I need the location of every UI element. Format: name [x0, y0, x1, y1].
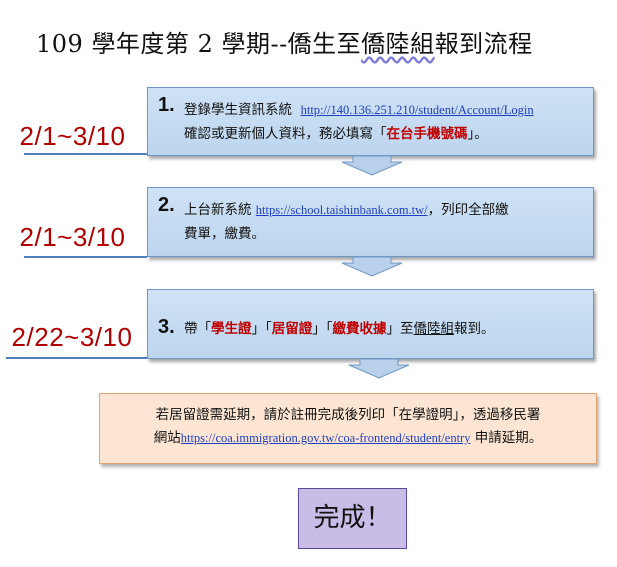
step-2-text: 上台新系統 https://school.taishinbank.com.tw/…	[184, 198, 587, 246]
step-2-box: 2. 上台新系統 https://school.taishinbank.com.…	[147, 187, 594, 257]
step-1-text: 登錄學生資訊系統 http://140.136.251.210/student/…	[184, 98, 587, 146]
step-2-number: 2.	[158, 194, 175, 216]
step-3-number: 3.	[158, 316, 175, 338]
step-3-t-b: 」「	[251, 321, 272, 337]
title-prefix: 109 學年度第 2 學期--僑生至	[36, 30, 362, 58]
step-1-number: 1.	[158, 94, 175, 116]
step-3-box: 3. 帶「學生證」「居留證」「繳費收據」至僑陸組報到。	[147, 289, 594, 359]
step-3-t-a: 帶「	[184, 321, 211, 337]
step-3-date-underline	[6, 357, 147, 359]
step-2-line1b: ，列印全部繳	[427, 202, 509, 218]
student-system-link[interactable]: http://140.136.251.210/student/Account/L…	[300, 103, 534, 117]
note-line2a: 網站	[153, 430, 181, 446]
down-arrow-icon	[341, 257, 403, 277]
page-title: 109 學年度第 2 學期--僑生至僑陸組報到流程	[36, 24, 533, 59]
residence-permit-highlight: 居留證	[271, 321, 313, 337]
step-3-t-c: 」「	[312, 321, 333, 337]
step-2-line1: 上台新系統	[184, 202, 252, 218]
step-3-office: 僑陸組	[413, 321, 455, 337]
step-2-date-underline	[24, 256, 147, 258]
step-1-date-underline	[24, 153, 147, 155]
immigration-link[interactable]: https://coa.immigration.gov.tw/coa-front…	[180, 431, 471, 445]
step-2-line2: 費單，繳費。	[184, 226, 265, 242]
down-arrow-icon	[348, 359, 410, 379]
step-3-date: 2/22~3/10	[11, 322, 133, 352]
done-box: 完成！	[298, 488, 407, 549]
down-arrow-icon	[341, 156, 403, 176]
step-2-date: 2/1~3/10	[19, 222, 126, 252]
title-office: 僑陸組	[361, 30, 435, 58]
step-3-t-d: 」至	[386, 321, 414, 337]
residence-extension-note: 若居留證需延期，請於註冊完成後列印「在學證明」，透過移民署 網站https://…	[99, 393, 597, 464]
step-1-highlight: 在台手機號碼	[386, 126, 468, 142]
receipt-highlight: 繳費收據	[332, 321, 387, 337]
student-id-highlight: 學生證	[211, 321, 252, 337]
step-1-box: 1. 登錄學生資訊系統 http://140.136.251.210/stude…	[147, 87, 594, 156]
note-line1: 若居留證需延期，請於註冊完成後列印「在學證明」，透過移民署	[155, 407, 541, 423]
note-line2b: 申請延期。	[474, 430, 543, 446]
step-1-date: 2/1~3/10	[19, 121, 126, 151]
title-suffix: 報到流程	[434, 30, 533, 58]
step-1-line1: 登錄學生資訊系統	[184, 102, 292, 118]
step-1-line2b: 」。	[467, 126, 488, 142]
step-1-line2a: 確認或更新個人資料，務必填寫「	[184, 126, 387, 142]
step-3-t-e: 報到。	[454, 321, 495, 337]
taishin-bank-link[interactable]: https://school.taishinbank.com.tw/	[255, 203, 428, 217]
step-3-text: 帶「學生證」「居留證」「繳費收據」至僑陸組報到。	[184, 317, 587, 341]
